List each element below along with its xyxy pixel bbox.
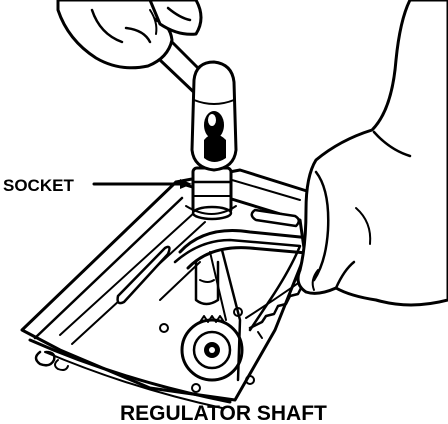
top-hand: [56, 0, 203, 70]
regulator-shaft-label: REGULATOR SHAFT: [120, 402, 327, 424]
shaft-post: [194, 260, 220, 306]
regulator-arm: [178, 229, 332, 270]
socket: [185, 166, 237, 221]
right-hand: [296, 0, 448, 307]
socket-label: SOCKET: [3, 176, 74, 195]
regulator-bracket: [20, 168, 312, 409]
regulator-shaft-hub: [159, 307, 255, 393]
socket-leader: [92, 179, 192, 189]
